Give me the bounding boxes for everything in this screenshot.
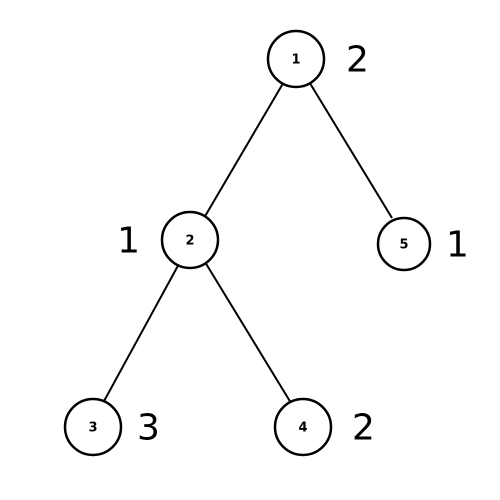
tree-node-3: 3 3 bbox=[63, 397, 160, 457]
node-value-2: 1 bbox=[117, 221, 140, 262]
tree-node-5: 5 1 bbox=[376, 216, 469, 272]
node-id-5: 5 bbox=[399, 238, 408, 253]
node-value-4: 2 bbox=[352, 408, 375, 449]
node-circle-1 bbox=[266, 29, 326, 89]
tree-node-1: 1 2 bbox=[266, 29, 369, 89]
edge-2-3 bbox=[102, 261, 181, 404]
tree-node-2: 2 1 bbox=[117, 210, 220, 270]
node-value-1: 2 bbox=[346, 40, 369, 81]
node-value-5: 1 bbox=[446, 225, 469, 266]
node-id-4: 4 bbox=[298, 421, 307, 436]
node-circle-5 bbox=[376, 216, 432, 272]
edge-2-4 bbox=[204, 261, 292, 404]
node-id-1: 1 bbox=[291, 53, 300, 68]
node-id-3: 3 bbox=[88, 421, 97, 436]
edge-1-2 bbox=[203, 79, 286, 219]
tree-node-4: 4 2 bbox=[273, 397, 375, 457]
node-circle-2 bbox=[160, 210, 220, 270]
node-id-2: 2 bbox=[185, 234, 194, 249]
node-circle-3 bbox=[63, 397, 123, 457]
node-circle-4 bbox=[273, 397, 333, 457]
edge-1-5 bbox=[307, 79, 393, 219]
node-value-3: 3 bbox=[137, 408, 160, 449]
